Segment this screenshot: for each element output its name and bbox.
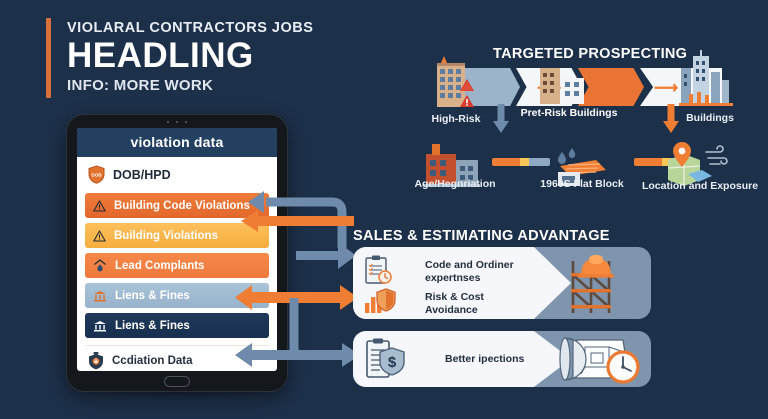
title-eyebrow: VIOLARAL CONTRACTORS JOBS	[67, 20, 314, 36]
tablet-camera-icon	[167, 121, 187, 123]
data-source-label: DOB/HPD	[113, 167, 171, 182]
violation-row-label: Liens & Fines	[115, 289, 190, 302]
sales-advantage-card[interactable]: Code and Ordiner expertnses Risk & Cost …	[353, 247, 651, 319]
link-bar-2	[634, 158, 692, 166]
violation-row-label: Building Code Violations	[114, 199, 250, 212]
title-accent-bar	[46, 18, 51, 98]
flow-segment-3	[578, 68, 644, 106]
high-risk-building-icon	[437, 56, 474, 107]
clipboard-dollar-shield-icon: $	[366, 338, 405, 378]
connector-orange-bidirectional	[235, 285, 358, 310]
screen-title: violation data	[77, 128, 277, 157]
attribute-label-flat-block: 1960S Flat Block	[540, 178, 624, 190]
warning-triangle-icon	[93, 229, 106, 242]
shield-download-icon	[88, 352, 104, 370]
risk-buildings-icon	[540, 68, 584, 104]
connector-to-inspection-card	[235, 298, 360, 367]
connector-orange-to-row2	[241, 210, 354, 232]
violation-row[interactable]: Liens & Fines	[85, 313, 269, 338]
sales-item-2-line2: Avoidance	[425, 304, 478, 317]
citation-data-row[interactable]: Ccdiation Data	[85, 345, 269, 370]
sales-item-1-line2: expertnses	[425, 272, 481, 285]
shield-dob-icon: DOB	[88, 165, 105, 184]
title-subline: INFO: MORE WORK	[67, 77, 214, 95]
city-skyline-icon	[679, 50, 733, 106]
violation-row-label: Building Violations	[114, 229, 218, 242]
warning-triangle-icon	[93, 199, 106, 212]
chart-shield-icon	[365, 288, 396, 313]
violation-row[interactable]: Building Violations	[85, 223, 269, 248]
map-pin-wind-icon	[667, 142, 728, 186]
down-arrow-blue-icon	[493, 104, 509, 133]
svg-text:$: $	[388, 354, 397, 371]
lead-droplet-icon	[93, 259, 107, 272]
data-source-row: DOB DOB/HPD	[85, 164, 269, 188]
blueprint-clock-icon	[559, 337, 640, 384]
violation-row-label: Lead Complants	[115, 259, 205, 272]
flat-roof-water-icon	[558, 148, 606, 186]
connector-tablet-to-prospecting	[248, 191, 347, 248]
tablet-home-button[interactable]	[164, 376, 190, 387]
bank-icon	[93, 290, 107, 302]
bank-icon	[93, 320, 107, 332]
flow-label-high-risk: High-Risk	[431, 113, 481, 125]
flow-label-pret-risk: Pret-Risk Buildings	[520, 107, 618, 119]
violation-row[interactable]: Lead Complants	[85, 253, 269, 278]
down-arrow-orange-icon	[663, 104, 679, 133]
connector-to-sales-card	[296, 242, 356, 269]
attribute-label-location: Location and Exposure	[641, 180, 759, 192]
title-block: VIOLARAL CONTRACTORS JOBS HEADLING INFO:…	[46, 18, 313, 98]
scaffold-hardhat-icon	[571, 255, 614, 313]
violation-list: DOB DOB/HPD Building Code Violations	[77, 157, 277, 371]
arrow-right-icon: ⟶	[653, 77, 679, 97]
violation-row[interactable]: Building Code Violations	[85, 193, 269, 218]
citation-data-label: Ccdiation Data	[112, 355, 193, 367]
link-bar-1	[492, 158, 550, 166]
sales-item-2-line1: Risk & Cost	[425, 291, 484, 303]
sales-item-2: Risk & Cost Avoidance	[425, 291, 484, 317]
prospecting-title: TARGETED PROSPECTING	[493, 46, 688, 62]
sales-item-1-line1: Code and Ordiner	[425, 259, 514, 271]
attribute-label-age: Age/Hegnriation	[414, 178, 496, 190]
clipboard-clock-icon	[365, 255, 392, 284]
flow-label-buildings: Buildings	[686, 112, 734, 124]
sales-title: SALES & ESTIMATING ADVANTAGE	[353, 228, 610, 244]
sales-item-1: Code and Ordiner expertnses	[425, 259, 514, 285]
page-title: HEADLING	[67, 36, 254, 76]
violation-row-label: Liens & Fines	[115, 319, 190, 332]
tablet-screen: violation data DOB DOB/HPD	[77, 128, 277, 371]
inspection-item-label: Better ipections	[445, 353, 525, 365]
old-factory-icon	[424, 144, 480, 187]
inspection-card[interactable]: $ Better ipections	[353, 331, 651, 387]
svg-text:DOB: DOB	[91, 173, 102, 178]
